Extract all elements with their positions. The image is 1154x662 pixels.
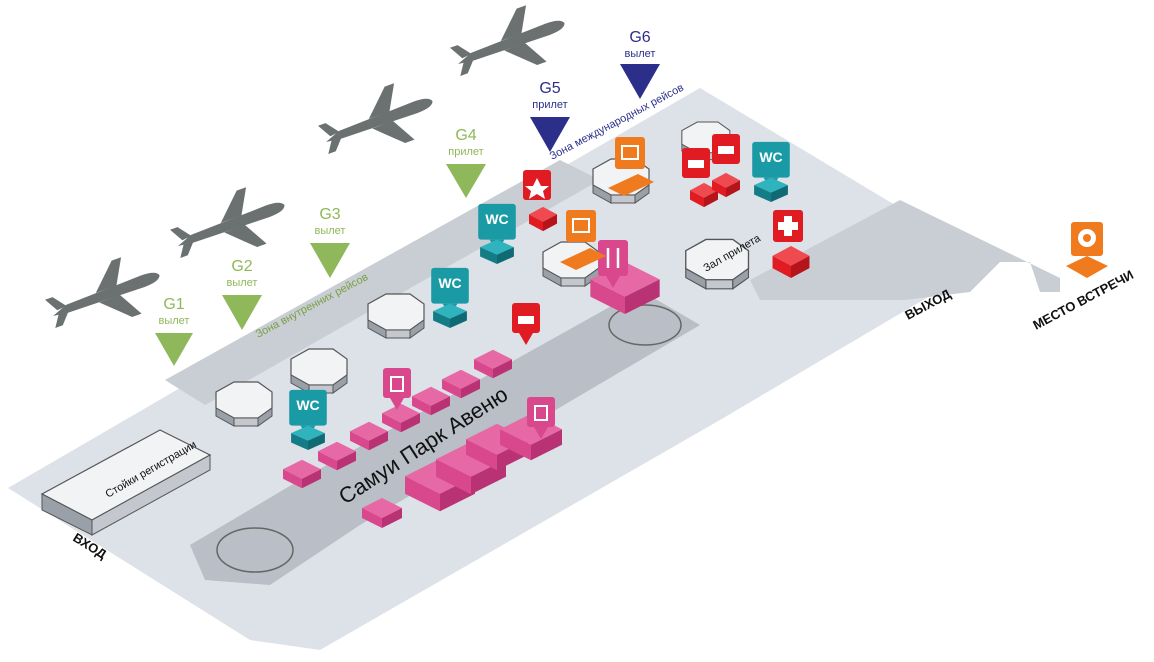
shopping-bag-icon-2 [527,397,555,439]
gate-label-g1: G1 вылет [159,296,190,327]
gate-label-g3: G3 вылет [315,206,346,237]
svg-text:прилет: прилет [448,146,483,158]
gate-room-g1 [215,381,273,427]
gate-room-g2 [290,348,348,394]
wc-icon-4: WC [752,141,790,202]
roundabout-2 [608,304,682,346]
plane-icon-g1 [40,246,170,344]
svg-text:вылет: вылет [315,225,346,237]
svg-text:G4: G4 [455,127,476,144]
gate-label-g2: G2 вылет [227,258,258,289]
svg-text:WC: WC [296,397,319,413]
svg-text:G3: G3 [319,206,340,223]
baggage-icon-1 [560,210,606,270]
plane-icon-g4 [313,72,443,170]
svg-text:прилет: прилет [532,99,567,111]
first-aid-icon [772,210,810,278]
meeting-point-icon [1066,222,1108,278]
wc-icon-3: WC [478,203,516,264]
shopping-bag-icon-1 [383,368,411,410]
gate-label-g6: G6 вылет [625,29,656,60]
svg-text:WC: WC [438,275,461,291]
gate-marker-g6 [620,64,660,99]
exit-walkway [750,200,1060,300]
police-icon [523,170,557,232]
info-desk-icon-2 [682,148,718,208]
restaurant-icon [598,240,628,288]
main-concourse [190,290,700,585]
gate-label-g4: G4 прилет [448,127,483,158]
wc-icon-1: WC [289,389,327,450]
gate-marker-g4 [446,164,486,198]
info-desk-icon-1 [512,303,540,345]
roundabout-1 [216,527,294,573]
gate-label-g5: G5 прилет [532,80,567,111]
gate-room-g3 [367,293,425,339]
svg-text:WC: WC [759,149,782,165]
plane-icon-g2 [165,176,295,274]
svg-text:вылет: вылет [227,277,258,289]
svg-text:G5: G5 [539,80,560,97]
svg-text:вылет: вылет [159,315,190,327]
svg-text:G1: G1 [163,296,184,313]
info-desk-icon-3 [712,134,740,198]
svg-text:WC: WC [485,211,508,227]
svg-text:G2: G2 [231,258,252,275]
plane-icon-g5 [445,0,575,92]
gate-marker-g1 [155,333,193,366]
gate-marker-g5 [530,117,570,152]
svg-text:G6: G6 [629,29,650,46]
gate-marker-g3 [310,243,350,278]
wc-icon-2: WC [431,267,469,328]
svg-text:вылет: вылет [625,48,656,60]
gate-marker-g2 [222,295,262,330]
baggage-icon-2 [608,137,654,196]
